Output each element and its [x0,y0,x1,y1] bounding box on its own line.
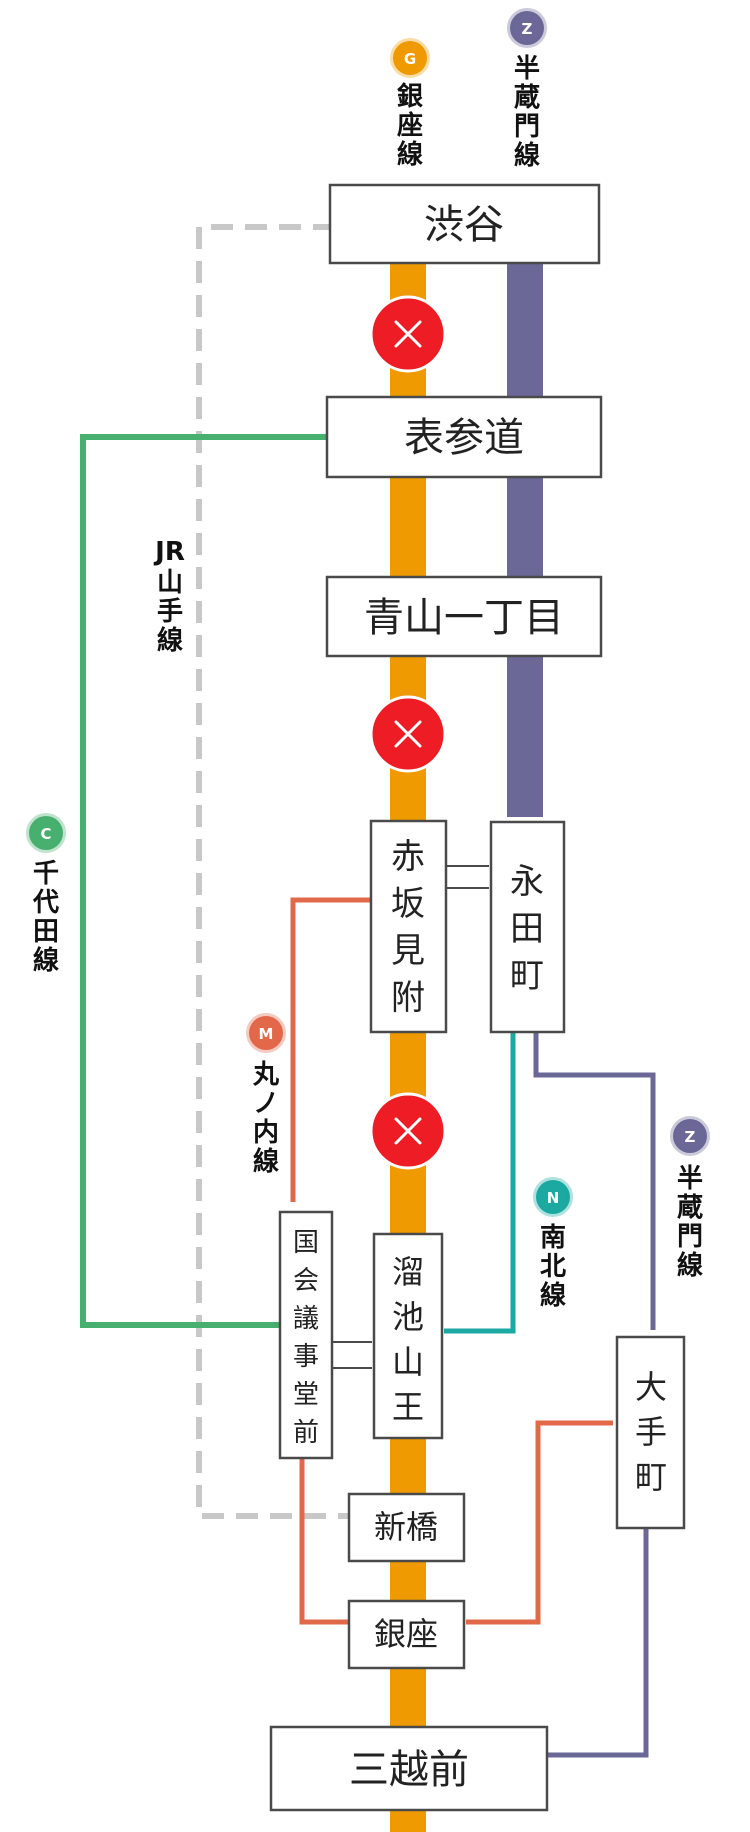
station-label: 新橋 [374,1508,438,1546]
station-aoyama-itchome[interactable]: 青山一丁目 [325,575,603,658]
hanzomon-line [507,262,543,817]
x-icon [394,720,422,748]
hanzomon-line-label-right: Z 半蔵門線 [670,1116,710,1281]
hanzomon-line-name: 半蔵門線 [677,1164,703,1281]
transfer-connector-akasaka-nagatacho [444,865,489,889]
station-label: 青山一丁目 [364,595,564,641]
hanzomon-badge-code: Z [685,1128,696,1146]
namboku-line [444,1024,516,1334]
marunouchi-line-name: 丸ノ内線 [252,1060,280,1177]
suspension-mark [369,1092,447,1170]
station-label: 銀座 [374,1615,438,1653]
jr-line-name: 山手線 [157,568,183,656]
chiyoda-line-name: 千代田線 [32,859,59,976]
station-shibuya[interactable]: 渋谷 [328,183,601,265]
jr-yamanote-label: JR 山手線 [153,537,185,656]
transfer-connector-kokkai-tameike [330,1341,372,1369]
station-label: 大手町 [635,1368,667,1496]
marunouchi-line [299,1448,352,1625]
station-nagatacho[interactable]: 永田町 [489,820,566,1034]
hanzomon-badge-code: Z [522,20,533,38]
namboku-line-name: 南北線 [540,1223,566,1311]
chiyoda-line [80,434,330,1328]
namboku-badge-code: N [547,1189,560,1207]
ginza-line-label: G 銀座線 [390,38,430,170]
station-label: 永田町 [510,862,544,996]
station-akasaka-mitsuke[interactable]: 赤坂見附 [369,819,448,1034]
station-label: 表参道 [404,415,524,461]
station-otemachi[interactable]: 大手町 [615,1335,686,1530]
station-shimbashi[interactable]: 新橋 [347,1492,466,1563]
jr-label-top: JR [153,537,185,567]
suspension-mark [369,295,447,373]
marunouchi-line-label: M 丸ノ内線 [246,1013,286,1177]
station-label: 三越前 [349,1747,469,1793]
station-tameike-sanno[interactable]: 溜池山王 [372,1232,444,1440]
chiyoda-badge-code: C [40,825,51,843]
namboku-line-label: N 南北線 [533,1177,573,1311]
x-icon [394,320,422,348]
marunouchi-line [290,897,372,1202]
station-label: 国会議事堂前 [293,1228,319,1448]
station-omotesando[interactable]: 表参道 [325,395,603,479]
hanzomon-line-label-top: Z 半蔵門線 [507,8,547,171]
marunouchi-line [466,1420,613,1625]
suspension-mark [369,695,447,773]
hanzomon-line [533,1023,656,1330]
ginza-line [390,262,426,1832]
station-mitsukoshimae[interactable]: 三越前 [269,1725,549,1812]
station-ginza[interactable]: 銀座 [347,1599,466,1670]
station-label: 赤坂見附 [391,837,425,1018]
ginza-line-name: 銀座線 [397,82,423,170]
hanzomon-line [546,1518,649,1758]
chiyoda-line-label: C 千代田線 [26,813,66,976]
x-icon [394,1117,422,1145]
marunouchi-badge-code: M [259,1025,274,1043]
station-label: 渋谷 [424,202,504,248]
hanzomon-line-name: 半蔵門線 [514,54,540,171]
station-kokkai-gijidomae[interactable]: 国会議事堂前 [278,1210,334,1460]
ginza-badge-code: G [404,50,416,68]
station-label: 溜池山王 [392,1253,424,1426]
jr-yamanote-line [196,224,352,1519]
